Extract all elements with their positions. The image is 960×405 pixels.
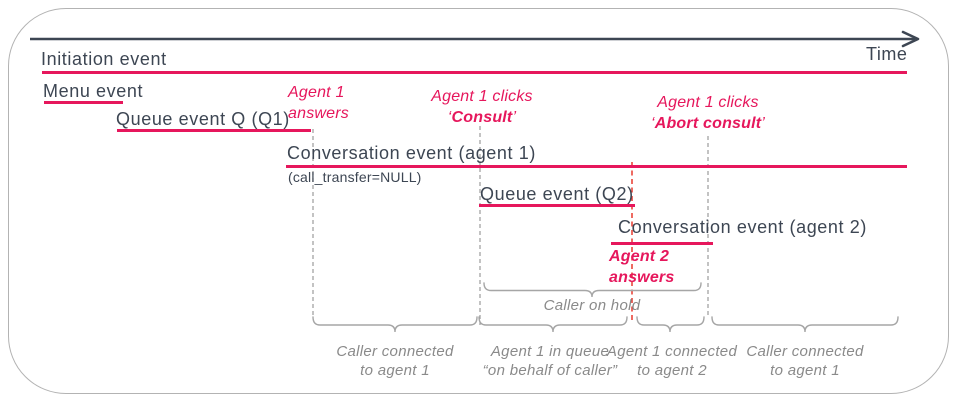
diagram-border (8, 8, 949, 394)
phase-brace-agent1-in-queue (478, 316, 628, 333)
queue-event-q2-label: Queue event (Q2) (480, 184, 634, 204)
conversation-event-agent2-bar (611, 241, 713, 245)
phase-label-agent1-in-queue: Agent 1 in queue “on behalf of caller” (460, 343, 640, 381)
agent1-answers-note: Agent 1 answers (288, 83, 349, 125)
phase-line2: “on behalf of caller” (482, 361, 618, 379)
consult-click-note: Agent 1 clicks ‘Consult’ (402, 87, 562, 129)
initiation-event-label: Initiation event (41, 49, 167, 69)
abort-consult-line2: ‘Abort consult’ (623, 114, 793, 135)
phase-label-caller-agent1-again: Caller connected to agent 1 (715, 343, 895, 381)
phase-line2: to agent 2 (637, 361, 707, 379)
phase-line2: to agent 1 (770, 361, 840, 379)
conversation-event-agent2-label: Conversation event (agent 2) (618, 217, 867, 237)
phase-label-agent1-agent2: Agent 1 connected to agent 2 (582, 343, 762, 381)
agent2-answers-line2: answers (609, 268, 675, 286)
phase-brace-caller-agent1-again (711, 316, 899, 333)
abort-consult-action: Abort consult (654, 114, 762, 132)
conversation-event-agent1-bar (286, 164, 907, 168)
time-arrow-icon (30, 30, 920, 48)
initiation-event-bar (42, 70, 907, 74)
queue-event-q2-bar (479, 203, 635, 207)
consult-click-line2: ‘Consult’ (402, 108, 562, 129)
time-axis-label: Time (866, 44, 908, 64)
queue-event-q1-label: Queue event Q (Q1) (116, 109, 290, 129)
phase-line1: Caller connected (746, 343, 864, 360)
conversation-event-agent1-label: Conversation event (agent 1) (287, 143, 536, 163)
queue-event-q1-bar (117, 128, 311, 132)
abort-consult-line1: Agent 1 clicks (657, 94, 759, 111)
phase-brace-caller-agent1 (312, 316, 478, 333)
agent1-answers-line1: Agent 1 (288, 84, 345, 101)
quote-close: ’ (761, 114, 766, 132)
consult-click-line1: Agent 1 clicks (431, 88, 533, 105)
quote-close: ’ (512, 108, 517, 126)
agent2-answers-line1: Agent 2 (609, 248, 670, 265)
call-transfer-null-label: (call_transfer=NULL) (288, 169, 422, 185)
caller-on-hold-brace (483, 282, 702, 298)
phase-line1: Agent 1 connected (606, 343, 738, 360)
menu-event-label: Menu event (43, 81, 144, 101)
phase-brace-agent1-agent2 (636, 316, 705, 333)
consult-action: Consult (451, 108, 513, 126)
menu-event-bar (44, 100, 123, 104)
phase-line2: to agent 1 (360, 361, 430, 379)
quote-open: ‘ (447, 108, 452, 126)
abort-consult-click-note: Agent 1 clicks ‘Abort consult’ (623, 93, 793, 135)
quote-open: ‘ (650, 114, 655, 132)
phase-line1: Agent 1 in queue (490, 343, 610, 360)
caller-on-hold-label: Caller on hold (543, 297, 641, 314)
agent2-answers-note: Agent 2 answers (609, 247, 674, 289)
agent1-answers-line2: answers (288, 104, 349, 122)
phase-label-caller-agent1: Caller connected to agent 1 (305, 343, 485, 381)
phase-line1: Caller connected (336, 343, 454, 360)
